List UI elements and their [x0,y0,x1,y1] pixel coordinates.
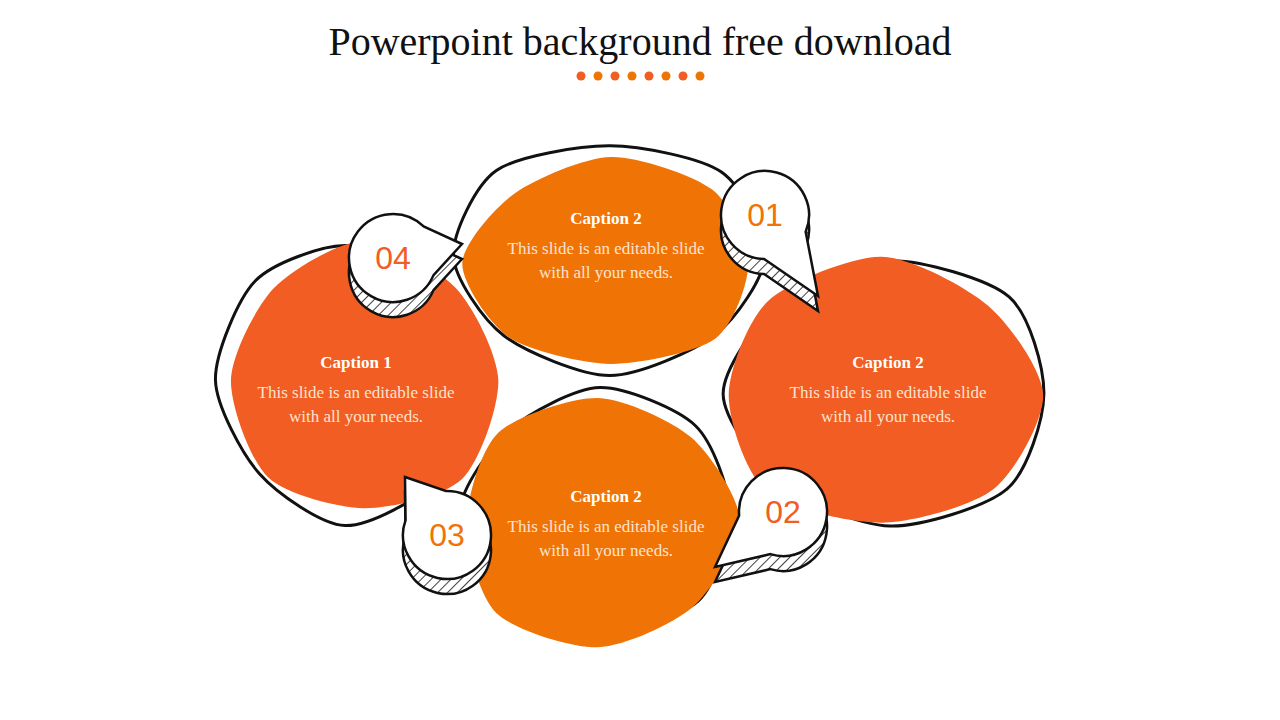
callout-number: 02 [743,492,823,532]
bubble-shadow [721,186,818,311]
bubble-shadow [349,229,462,317]
dot [662,72,671,81]
slide-title: Powerpoint background free download [0,16,1280,68]
bubble-shadow [715,483,827,582]
blob-outline [453,146,765,376]
bubble-shadow [403,492,491,594]
caption-heading: Caption 2 [491,207,721,231]
text-group: Caption 1 This slide is an editable slide… [241,351,471,429]
dot [577,72,586,81]
blob-node: Caption 2 This slide is an editable slide… [704,242,1072,548]
dot [594,72,603,81]
dot [611,72,620,81]
dot [696,72,705,81]
dot-row [577,72,705,81]
blob-node: Caption 2 This slide is an editable slide… [440,370,756,666]
callout-number: 04 [353,238,433,278]
text-group: Caption 2 This slide is an editable slide… [491,207,721,285]
caption-body: This slide is an editable slide with all… [773,381,1003,429]
text-group: Caption 2 This slide is an editable slide… [491,485,721,563]
callout-number: 03 [407,515,487,555]
caption-body: This slide is an editable slide with all… [241,381,471,429]
bubble-face [349,214,462,302]
callout-bubble [715,468,827,582]
text-group: Caption 2 This slide is an editable slide… [773,351,1003,429]
caption-heading: Caption 2 [773,351,1003,375]
callout-bubble [403,477,491,594]
blob-fill [729,257,1043,523]
bubble-face [403,477,491,579]
callout-number: 01 [725,195,805,235]
caption-heading: Caption 1 [241,351,471,375]
caption-body: This slide is an editable slide with all… [491,515,721,563]
dot [645,72,654,81]
callout-bubble [349,214,462,317]
callout-bubble [721,171,818,311]
bubble-face [715,468,827,567]
blob-fill [462,157,748,364]
caption-heading: Caption 2 [491,485,721,509]
bubble-face [721,171,818,296]
blob-fill [467,398,740,647]
dot [628,72,637,81]
caption-body: This slide is an editable slide with all… [491,237,721,285]
blob-fill [231,241,498,508]
dot [679,72,688,81]
